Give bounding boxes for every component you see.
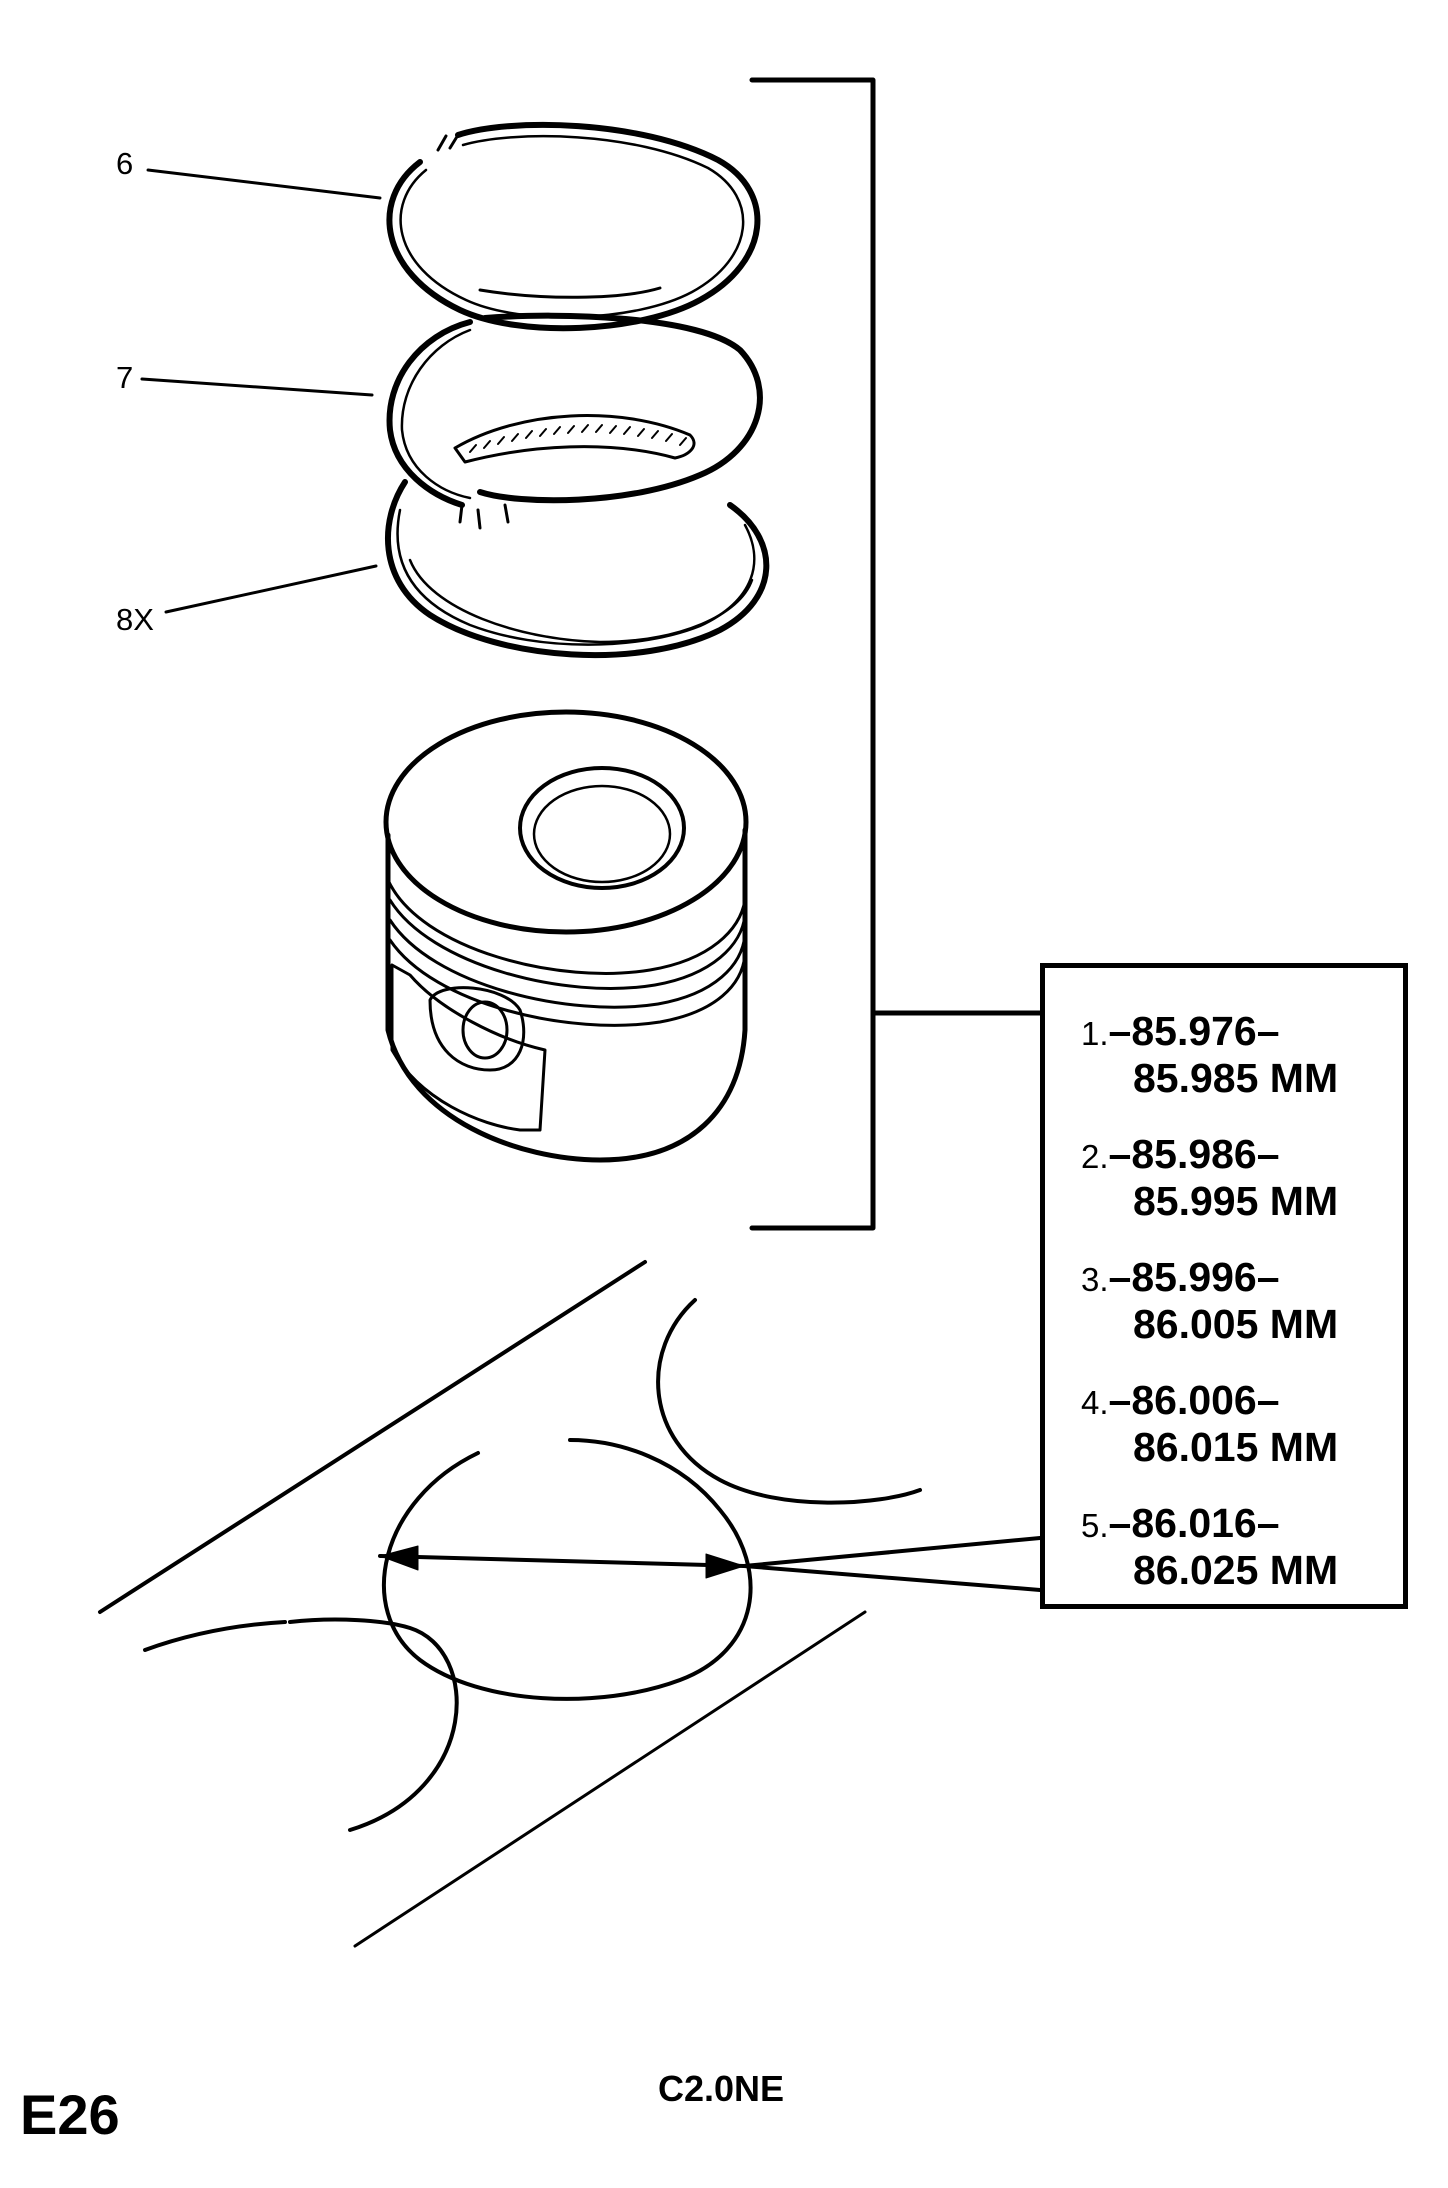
- size-class-range-start: –85.996–: [1108, 1254, 1280, 1300]
- engine-code: C2.0NE: [658, 2068, 785, 2109]
- size-class-range-end: 86.005 MM: [1133, 1301, 1339, 1347]
- size-class-range-start: –85.986–: [1108, 1131, 1280, 1177]
- leader-line-8x: [164, 564, 378, 614]
- bore-diameter-arrow: [378, 1536, 1042, 1592]
- size-class-4: 4.–86.006– 86.015 MM: [1081, 1380, 1338, 1468]
- size-class-2: 2.–85.986– 85.995 MM: [1081, 1134, 1338, 1222]
- size-class-range-start: –86.016–: [1108, 1500, 1280, 1546]
- piston-ring-6: [386, 121, 761, 332]
- size-class-range-end: 86.015 MM: [1133, 1424, 1339, 1470]
- size-class-3: 3.–85.996– 86.005 MM: [1081, 1257, 1338, 1345]
- size-class-number: 4.: [1081, 1384, 1109, 1421]
- size-class-range-end: 86.025 MM: [1133, 1547, 1339, 1593]
- size-class-1: 1.–85.976– 85.985 MM: [1081, 1011, 1338, 1099]
- cylinder-block: [98, 1260, 922, 1948]
- size-class-number: 3.: [1081, 1261, 1109, 1298]
- callout-8x: 8X: [116, 602, 154, 637]
- piston: [383, 709, 749, 1163]
- page-code: E26: [20, 2083, 120, 2146]
- size-class-range-end: 85.995 MM: [1133, 1178, 1339, 1224]
- size-class-5: 5.–86.016– 86.025 MM: [1081, 1503, 1338, 1591]
- callout-7: 7: [116, 360, 134, 395]
- piston-ring-7: [386, 312, 763, 530]
- size-class-range-end: 85.985 MM: [1133, 1055, 1339, 1101]
- size-class-number: 5.: [1081, 1507, 1109, 1544]
- parts-bracket: [749, 77, 1043, 1231]
- size-class-number: 2.: [1081, 1138, 1109, 1175]
- bore-size-table: 1.–85.976– 85.985 MM 2.–85.986– 85.995 M…: [1040, 963, 1408, 1609]
- callout-6: 6: [116, 146, 134, 181]
- piston-ring-8x: [385, 479, 770, 659]
- size-class-range-start: –85.976–: [1108, 1008, 1280, 1054]
- size-class-range-start: –86.006–: [1108, 1377, 1280, 1423]
- size-class-number: 1.: [1081, 1015, 1109, 1052]
- leader-line-7: [140, 377, 374, 397]
- leader-line-6: [146, 168, 382, 200]
